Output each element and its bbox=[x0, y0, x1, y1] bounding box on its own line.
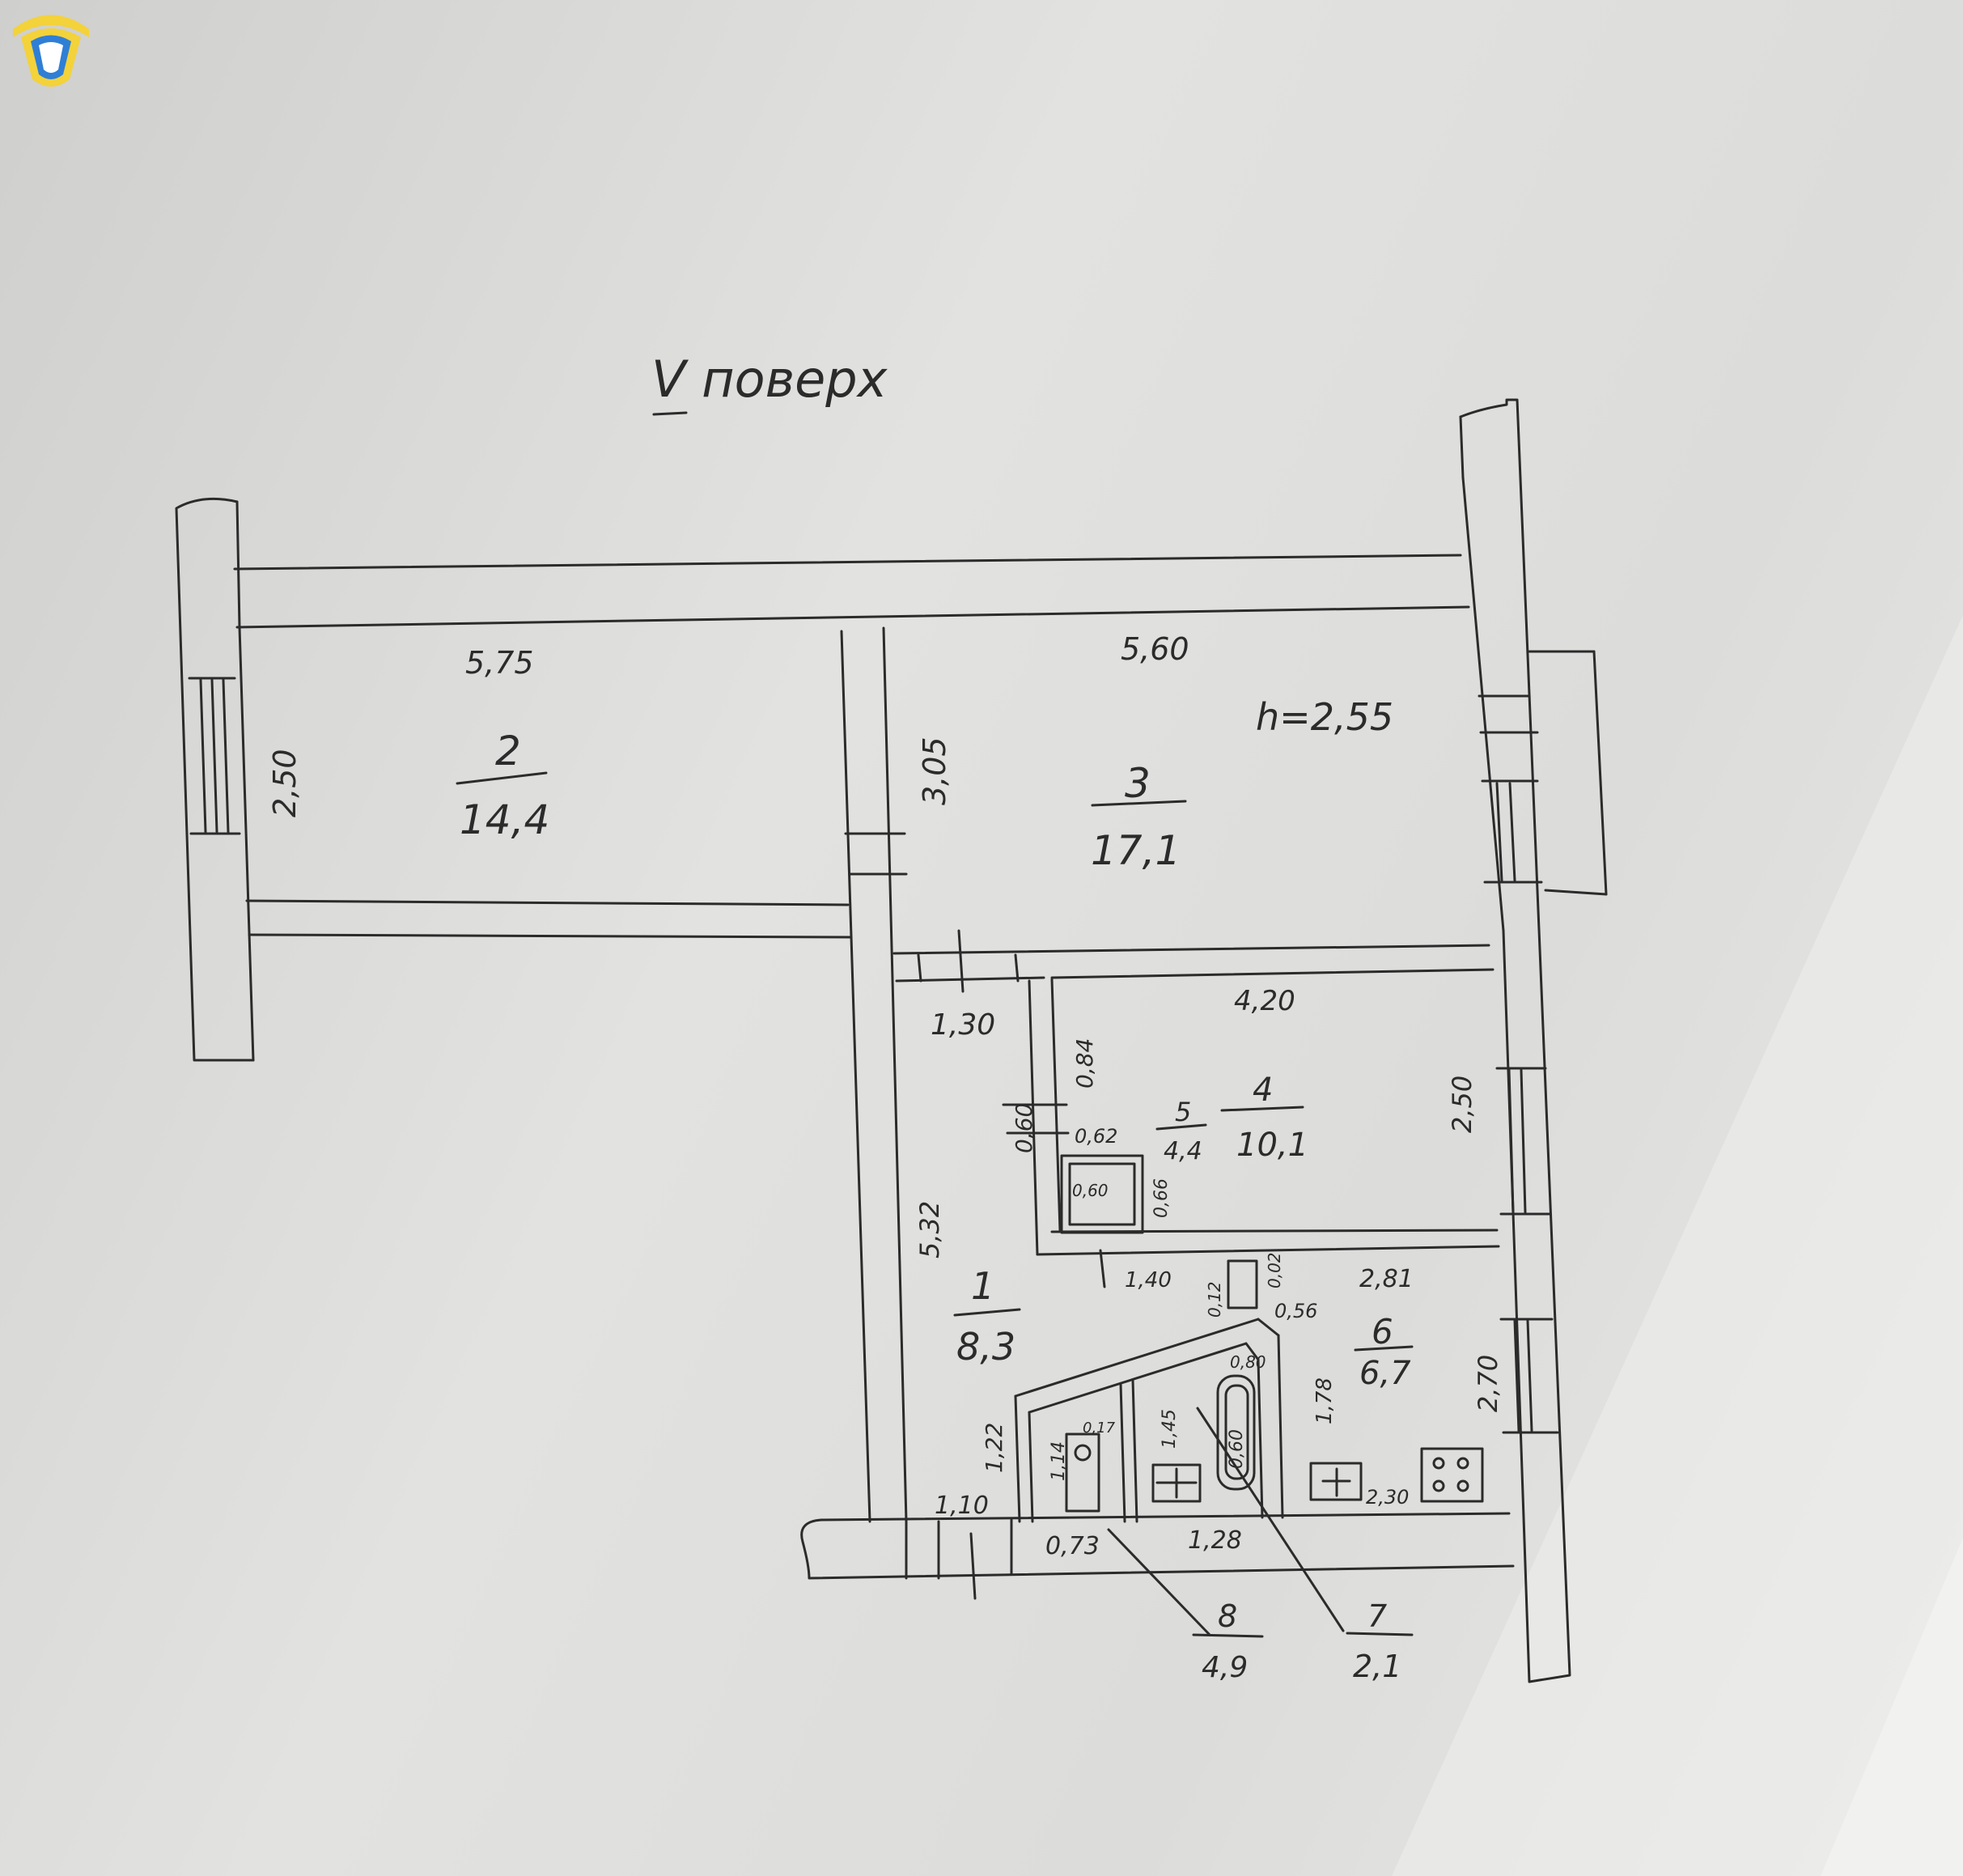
room-4-number: 4 bbox=[1253, 1072, 1273, 1109]
dim-1-28: 1,28 bbox=[1188, 1526, 1242, 1555]
room-2-number: 2 bbox=[495, 728, 521, 775]
dim-1-40: 1,40 bbox=[1125, 1268, 1172, 1292]
dimension-labels: 5,75 5,60 2,50 3,05 4,20 1,30 2,50 0,84 … bbox=[267, 631, 1503, 1560]
dim-2-30: 2,30 bbox=[1366, 1486, 1409, 1509]
dim-0-17: 0,17 bbox=[1083, 1420, 1116, 1437]
room-5-area: 4,4 bbox=[1164, 1137, 1202, 1165]
room-5-number: 5 bbox=[1175, 1097, 1191, 1127]
room-3-number: 3 bbox=[1125, 760, 1151, 807]
dim-room3-depth: 3,05 bbox=[917, 736, 952, 805]
dim-kitchen-width: 2,81 bbox=[1359, 1265, 1414, 1293]
dim-0-60-a: 0,60 bbox=[1011, 1103, 1037, 1153]
dim-hall-width: 1,30 bbox=[931, 1008, 995, 1042]
room-3-area: 17,1 bbox=[1091, 827, 1181, 874]
dim-room4-depth: 2,50 bbox=[1447, 1076, 1478, 1133]
room-4-area: 10,1 bbox=[1236, 1127, 1308, 1164]
dim-0-66: 0,66 bbox=[1151, 1178, 1172, 1218]
floor-title: V поверх bbox=[651, 350, 888, 409]
agency-logo-icon bbox=[13, 15, 89, 87]
dim-room2-depth: 2,50 bbox=[267, 749, 303, 817]
room-labels: 2 14,4 3 17,1 4 10,1 5 4,4 1 8,3 6 6,7 8… bbox=[460, 728, 1411, 1684]
dim-1-45: 1,45 bbox=[1160, 1409, 1180, 1449]
dim-0-62: 0,62 bbox=[1075, 1125, 1117, 1148]
dim-0-60-c: 0,60 bbox=[1227, 1429, 1247, 1469]
room-1-area: 8,3 bbox=[956, 1325, 1015, 1369]
dim-1-10: 1,10 bbox=[935, 1492, 989, 1520]
dim-0-56: 0,56 bbox=[1274, 1300, 1317, 1322]
dim-kitchen-depth: 2,70 bbox=[1473, 1355, 1503, 1412]
walls bbox=[175, 398, 1608, 1683]
room-6-number: 6 bbox=[1372, 1312, 1393, 1352]
dim-1-14: 1,14 bbox=[1049, 1441, 1069, 1481]
dim-1-22: 1,22 bbox=[981, 1423, 1007, 1473]
dim-0-60-b: 0,60 bbox=[1072, 1181, 1109, 1200]
room-8-area: 4,9 bbox=[1202, 1651, 1248, 1684]
dim-hall-length: 5,32 bbox=[914, 1201, 945, 1258]
room-2-area: 14,4 bbox=[460, 796, 549, 843]
room-7-area: 2,1 bbox=[1353, 1649, 1401, 1684]
paper-fold-highlight bbox=[1392, 615, 1963, 1876]
paper-fold-highlight-2 bbox=[1821, 1538, 1963, 1876]
ceiling-height-label: h=2,55 bbox=[1256, 695, 1393, 739]
dim-0-73: 0,73 bbox=[1045, 1532, 1100, 1560]
dim-0-84: 0,84 bbox=[1071, 1038, 1098, 1089]
dim-room3-width: 5,60 bbox=[1121, 631, 1189, 667]
dim-0-02: 0,02 bbox=[1265, 1252, 1284, 1288]
room-7-number: 7 bbox=[1367, 1598, 1387, 1634]
room-6-area: 6,7 bbox=[1359, 1355, 1411, 1392]
dim-room4-width: 4,20 bbox=[1234, 985, 1295, 1017]
dim-0-80: 0,80 bbox=[1230, 1352, 1266, 1372]
dim-1-78: 1,78 bbox=[1312, 1377, 1337, 1424]
room-1-number: 1 bbox=[971, 1264, 994, 1308]
dim-0-12: 0,12 bbox=[1205, 1281, 1224, 1318]
room-8-number: 8 bbox=[1218, 1598, 1237, 1634]
dim-room2-width: 5,75 bbox=[465, 645, 534, 681]
